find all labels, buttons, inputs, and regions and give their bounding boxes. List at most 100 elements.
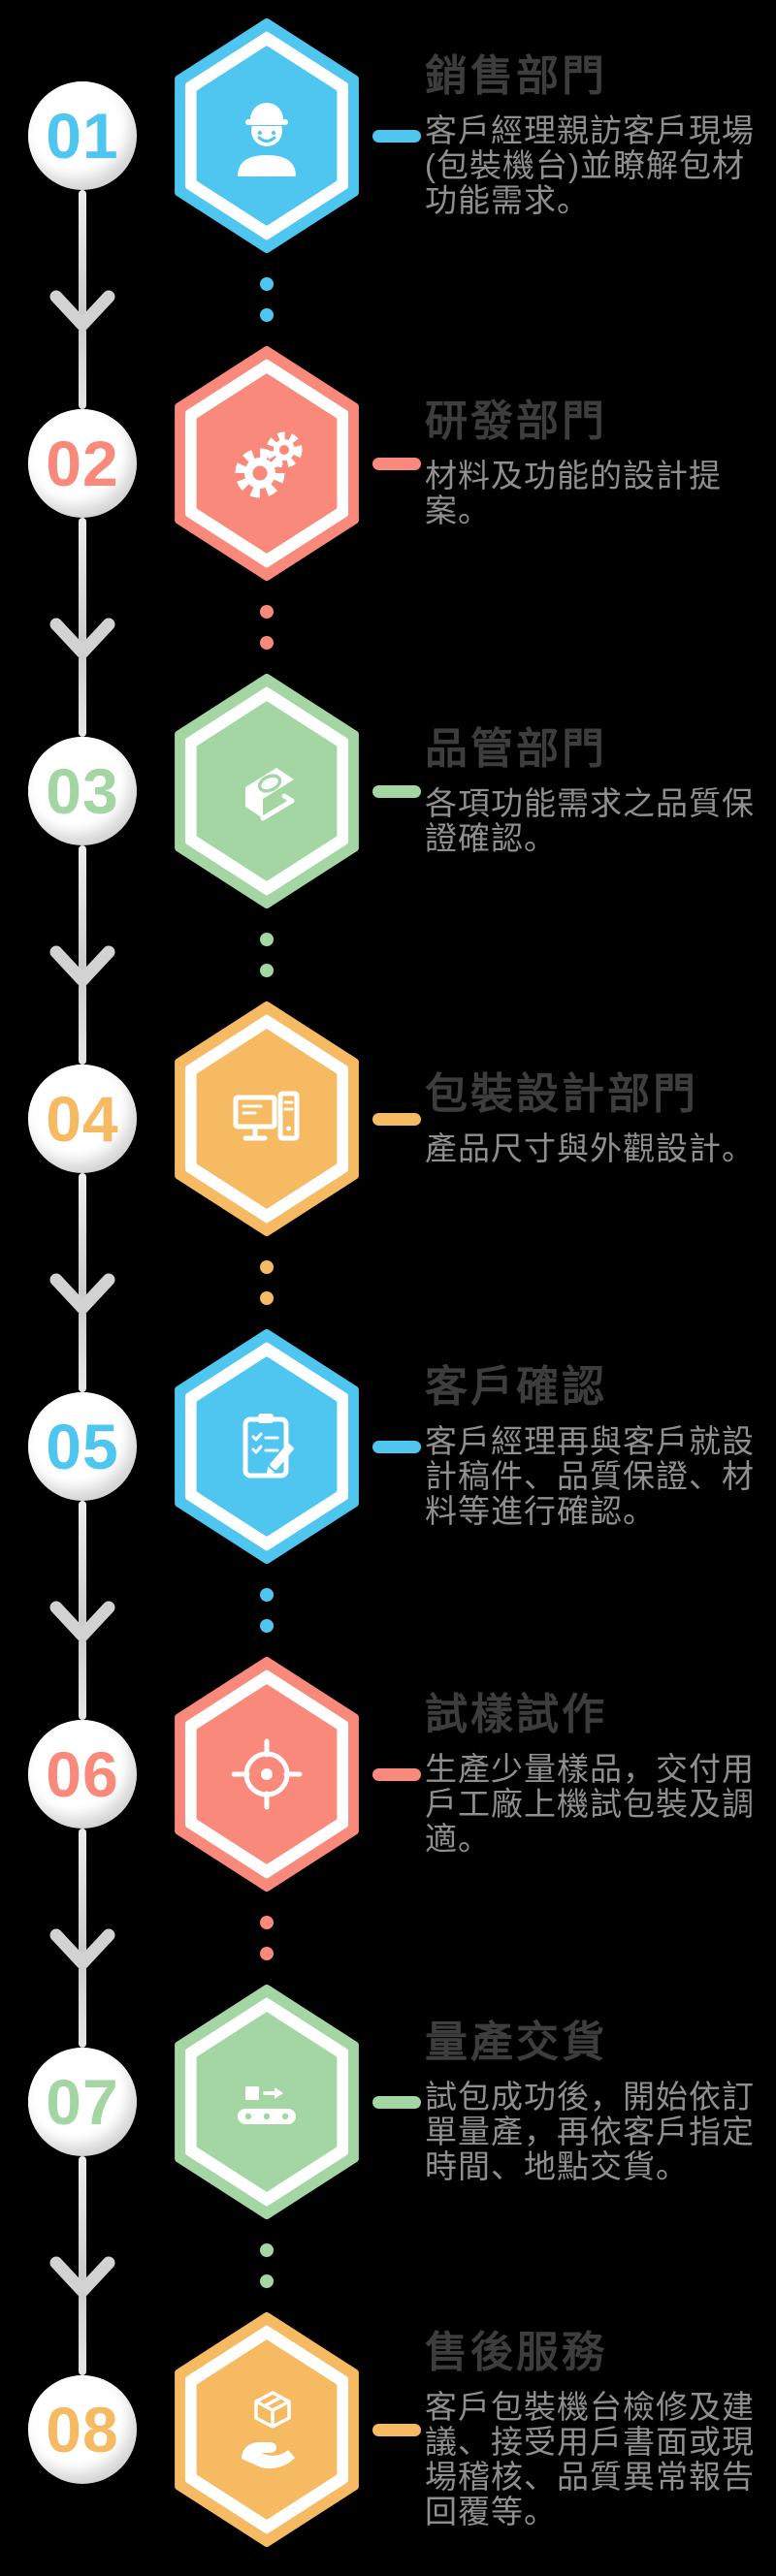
- hexagon-badge: [175, 1985, 359, 2219]
- arrow-down-icon: [49, 2256, 115, 2298]
- connector-dot: [260, 2243, 274, 2257]
- step-number: 06: [46, 1738, 119, 1810]
- step-number: 04: [46, 1083, 119, 1155]
- connector-dot: [260, 2274, 274, 2288]
- hex-connector-stub: [372, 785, 421, 798]
- timeline-line: [79, 518, 86, 655]
- step-number: 05: [46, 1411, 119, 1482]
- step-number-badge: 02: [28, 409, 137, 518]
- connector-dot: [260, 1916, 274, 1929]
- step-text: 包裝設計部門 產品尺寸與外觀設計。: [425, 1069, 764, 1167]
- step-description: 各項功能需求之品質保證確認。: [425, 785, 755, 857]
- clipboard-checklist-icon: [242, 1414, 294, 1479]
- connector-dot: [260, 636, 274, 650]
- step-description: 試包成功後，開始依訂單量產，再依客戶指定時間、地點交貨。: [425, 2079, 755, 2185]
- step-hexagon: [165, 1329, 369, 1633]
- arrow-down-icon: [49, 1601, 115, 1642]
- step-text: 售後服務 客戶包裝機台檢修及建議、接受用戶書面或現場稽核、品質異常報告回覆等。: [425, 2328, 764, 2530]
- timeline-line: [79, 1638, 86, 1720]
- step-number-badge: 04: [28, 1065, 137, 1173]
- connector-dot: [260, 1947, 274, 1960]
- step-title: 售後服務: [425, 2328, 607, 2376]
- step-description: 產品尺寸與外觀設計。: [425, 1130, 755, 1167]
- step-hexagon: [165, 346, 369, 650]
- timeline-line: [79, 845, 86, 983]
- process-step: 01 銷售部門 客戶經理親訪客戶現場(包裝機台)並瞭解包材功能需求。: [0, 0, 776, 332]
- salesperson-icon: [238, 103, 296, 176]
- step-number-badge: 08: [28, 2375, 137, 2484]
- connector-dot: [260, 277, 274, 291]
- gears-icon: [235, 431, 303, 498]
- step-number-badge: 07: [28, 2048, 137, 2156]
- timeline-line: [79, 1966, 86, 2048]
- timeline-line: [79, 1829, 86, 1966]
- connector-dot: [260, 1588, 274, 1602]
- hand-box-icon: [242, 2391, 295, 2469]
- step-text: 品管部門 各項功能需求之品質保證確認。: [425, 724, 764, 857]
- timeline-line: [79, 1501, 86, 1638]
- hex-connector-stub: [372, 1768, 421, 1781]
- step-number-badge: 01: [28, 81, 137, 190]
- step-number: 02: [46, 428, 119, 499]
- step-text: 試樣試作 生產少量樣品，交付用戶工廠上機試包裝及調適。: [425, 1690, 764, 1858]
- step-number: 08: [46, 2394, 119, 2465]
- hexagon-badge: [175, 2312, 359, 2547]
- process-step: 05 客戶確認 客戶經理再與客戶就設計稿件、品質保證、材料等進行確認。: [0, 1311, 776, 1642]
- desktop-computer-icon: [233, 1091, 300, 1141]
- timeline-line: [79, 328, 86, 409]
- hexagon-badge: [175, 18, 359, 253]
- step-title: 品管部門: [425, 724, 607, 773]
- step-number: 01: [46, 100, 119, 172]
- timeline-line: [79, 190, 86, 328]
- step-description: 客戶經理再與客戶就設計稿件、品質保證、材料等進行確認。: [425, 1423, 755, 1530]
- arrow-down-icon: [49, 1273, 115, 1315]
- arrow-down-icon: [49, 290, 115, 332]
- step-hexagon: [165, 1985, 369, 2288]
- hexagon-badge: [175, 674, 359, 908]
- connector-dot: [260, 964, 274, 977]
- timeline-line: [79, 1173, 86, 1311]
- timeline-line: [79, 1311, 86, 1392]
- timeline-line: [79, 983, 86, 1065]
- connector-dot: [260, 605, 274, 619]
- step-text: 研發部門 材料及功能的設計提案。: [425, 398, 764, 528]
- step-hexagon: [165, 2312, 369, 2547]
- connector-dot: [260, 1291, 274, 1305]
- process-step: 08 售後服務 客戶包裝機台檢修及建議、接受用戶書面或現場稽核、品質異常報告回覆…: [0, 2294, 776, 2576]
- timeline-line: [79, 655, 86, 737]
- arrow-down-icon: [49, 618, 115, 659]
- step-text: 量產交貨 試包成功後，開始依訂單量產，再依客戶指定時間、地點交貨。: [425, 2019, 764, 2184]
- process-step: 04 包裝設計部門 產品尺寸與外觀設計。: [0, 983, 776, 1315]
- step-title: 研發部門: [425, 397, 607, 445]
- conveyor-icon: [238, 2086, 296, 2124]
- step-number-badge: 06: [28, 1720, 137, 1829]
- step-number: 03: [46, 755, 119, 827]
- step-title: 銷售部門: [425, 51, 607, 100]
- arrow-down-icon: [49, 1928, 115, 1970]
- hexagon-badge: [175, 1657, 359, 1892]
- step-text: 銷售部門 客戶經理親訪客戶現場(包裝機台)並瞭解包材功能需求。: [425, 51, 764, 218]
- step-description: 生產少量樣品，交付用戶工廠上機試包裝及調適。: [425, 1751, 755, 1858]
- step-title: 包裝設計部門: [425, 1069, 698, 1118]
- step-description: 客戶包裝機台檢修及建議、接受用戶書面或現場稽核、品質異常報告回覆等。: [425, 2389, 755, 2530]
- hexagon-badge: [175, 346, 359, 581]
- hex-connector-stub: [372, 458, 421, 470]
- connector-dot: [260, 1619, 274, 1633]
- step-number-badge: 05: [28, 1392, 137, 1501]
- step-hexagon: [165, 18, 369, 322]
- hexagon-badge: [175, 1002, 359, 1236]
- arrow-down-icon: [49, 945, 115, 987]
- target-icon: [231, 1738, 303, 1810]
- connector-dot: [260, 933, 274, 946]
- step-description: 材料及功能的設計提案。: [425, 458, 722, 529]
- hex-connector-stub: [372, 2424, 421, 2436]
- step-title: 試樣試作: [425, 1690, 607, 1738]
- step-text: 客戶確認 客戶經理再與客戶就設計稿件、品質保證、材料等進行確認。: [425, 1363, 764, 1530]
- step-number-badge: 03: [28, 737, 137, 845]
- process-step: 06 試樣試作 生產少量樣品，交付用戶工廠上機試包裝及調適。: [0, 1638, 776, 1970]
- connector-dot: [260, 308, 274, 322]
- hex-connector-stub: [372, 2096, 421, 2109]
- inspection-machine-icon: [245, 768, 295, 821]
- timeline-line: [79, 2156, 86, 2294]
